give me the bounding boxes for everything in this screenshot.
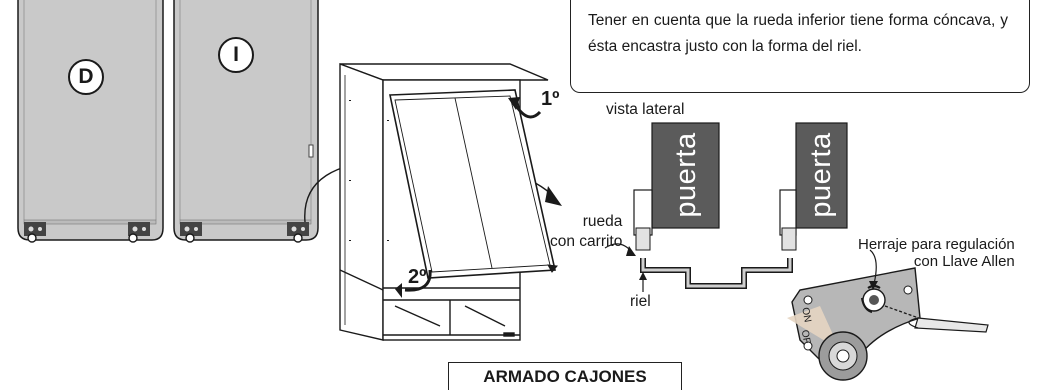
- badge-i: [218, 37, 254, 73]
- door-label-left: puerta: [670, 132, 702, 218]
- tilted-door: [389, 89, 558, 279]
- rail-label: riel: [630, 293, 651, 310]
- door-panel-left: [17, 0, 164, 243]
- section-title: ARMADO CAJONES: [448, 362, 682, 390]
- side-view-label: vista lateral: [606, 101, 685, 118]
- adjustment-hardware: [787, 249, 989, 381]
- door-panel-right: [173, 0, 319, 243]
- hardware-label: Herraje para regulación con Llave Allen: [858, 236, 1015, 270]
- side-view-drawing: [604, 122, 848, 292]
- note-box: [570, 0, 1030, 93]
- panel-letter-d: D: [78, 65, 94, 88]
- step2-label: 2º: [408, 266, 427, 288]
- wheel-label: rueda con carrito: [550, 213, 623, 250]
- arrow-step2: [404, 269, 432, 292]
- step1-label: 1º: [541, 88, 560, 110]
- arrow-step1: [513, 103, 542, 119]
- on-label: ON: [799, 306, 813, 324]
- badge-d: [68, 59, 104, 95]
- door-label-right: puerta: [805, 132, 837, 218]
- note-text: Tener en cuenta que la rueda inferior ti…: [588, 12, 1008, 55]
- panel-letter-i: I: [233, 43, 239, 66]
